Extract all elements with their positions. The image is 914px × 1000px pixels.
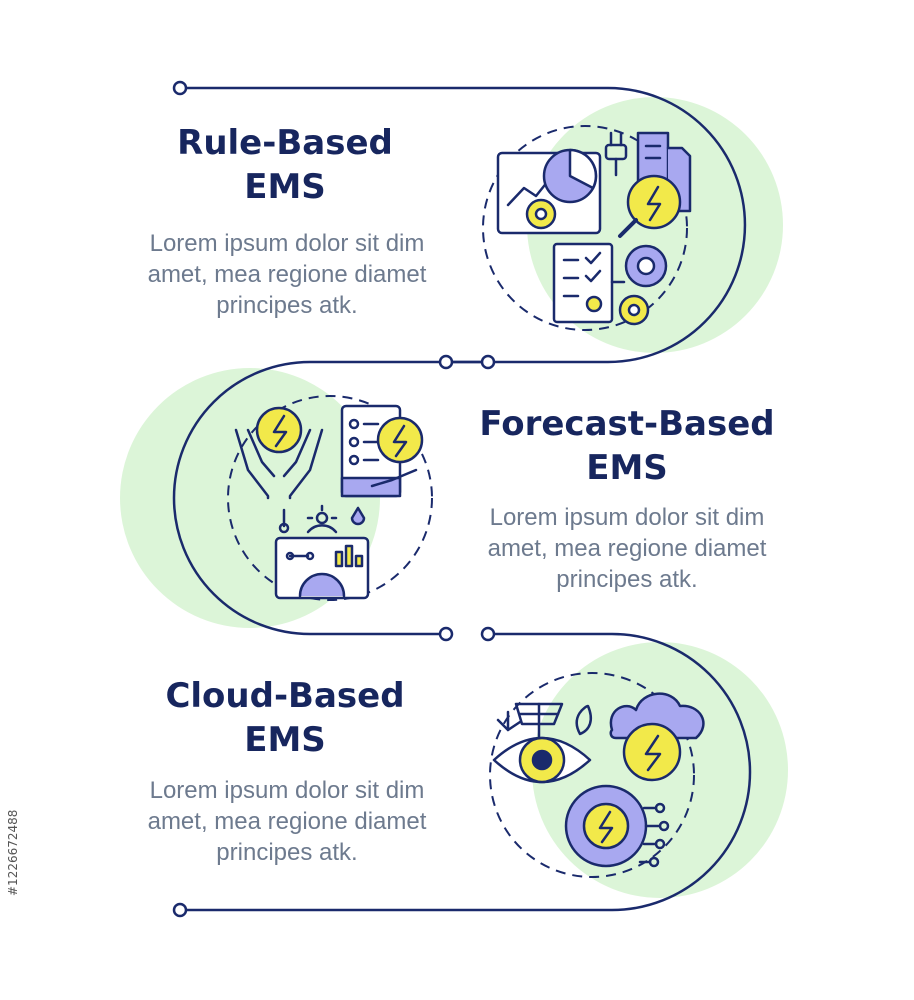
section-description-2: Lorem ipsum dolor sit dim amet, mea regi… (487, 504, 767, 593)
section-title-1: Rule-Based EMS (177, 123, 393, 207)
connector-dot (172, 80, 188, 96)
connector-dot (480, 626, 496, 642)
connector-dot (438, 626, 454, 642)
stock-id-label: #1226672488 (6, 809, 20, 896)
section-description-1: Lorem ipsum dolor sit dim amet, mea regi… (147, 230, 427, 319)
dashed-ring-1 (482, 125, 688, 331)
dashed-ring-2 (227, 395, 433, 601)
connector-line (180, 86, 747, 364)
cloud-energy-icon (492, 692, 705, 868)
connector-dot (438, 354, 454, 370)
connector-dot (172, 902, 188, 918)
section-title-2: Forecast-Based EMS (479, 404, 775, 488)
connector-dot (480, 354, 496, 370)
energy-dashboard-icon (496, 131, 692, 326)
energy-forecast-icon (234, 404, 424, 600)
section-title-3: Cloud-Based EMS (165, 676, 405, 760)
connector-line (172, 360, 488, 636)
section-description-3: Lorem ipsum dolor sit dim amet, mea regi… (147, 777, 427, 866)
dashed-ring-3 (489, 672, 695, 878)
connector-line (180, 632, 752, 912)
